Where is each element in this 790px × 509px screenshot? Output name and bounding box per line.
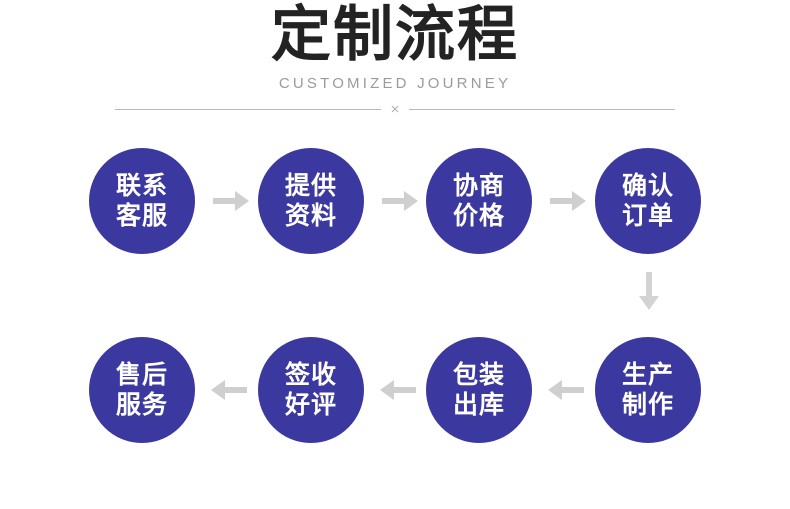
flow-node-step-4-line2: 订单 [621,201,674,230]
flow-node-step-3-line2: 价格 [452,201,505,230]
divider-cross-icon: × [390,100,400,118]
arrow-head [572,191,586,211]
flow-node-step-1-line1: 联系 [115,171,168,200]
flow-node-step-6: 包装 出库 [426,337,532,443]
flow-node-step-7: 签收 好评 [258,337,364,443]
divider-line-left [115,108,381,110]
flow-node-step-2-line1: 提供 [284,171,337,200]
flow-node-step-8: 售后 服务 [89,337,195,443]
arrow-shaft [223,387,247,393]
flow-node-step-4: 确认 订单 [595,148,701,254]
arrow-down-icon [638,272,660,318]
arrow-head [235,191,249,211]
arrow-shaft [382,198,406,204]
flow-node-step-1-line2: 客服 [115,201,168,230]
flow-node-step-3-line1: 协商 [452,171,505,200]
flow-node-step-1: 联系 客服 [89,148,195,254]
arrow-right-icon-3 [544,190,590,212]
flow-node-step-6-line1: 包装 [452,360,505,389]
flow-node-step-2-line2: 资料 [284,201,337,230]
page-subtitle: CUSTOMIZED JOURNEY [278,75,512,92]
flow-node-step-5-line1: 生产 [621,360,674,389]
flow-node-step-6-line2: 出库 [452,390,505,419]
header: 定制流程 CUSTOMIZED JOURNEY [0,0,790,93]
flow-node-step-7-line1: 签收 [284,360,337,389]
flow-node-step-8-line1: 售后 [115,360,168,389]
flow-node-step-4-line1: 确认 [621,171,674,200]
arrow-head [211,380,225,400]
divider: × [115,100,675,118]
arrow-head [639,296,659,310]
arrow-shaft [646,272,652,298]
arrow-shaft [213,198,237,204]
arrow-left-icon-1 [207,379,253,401]
arrow-shaft [392,387,416,393]
flow-node-step-3: 协商 价格 [426,148,532,254]
divider-line-right [409,108,675,110]
arrow-shaft [550,198,574,204]
arrow-shaft [560,387,584,393]
page-title: 定制流程 [271,0,519,70]
flow-node-step-8-line2: 服务 [115,390,168,419]
arrow-left-icon-3 [544,379,590,401]
arrow-head [548,380,562,400]
arrow-head [380,380,394,400]
flow-node-step-2: 提供 资料 [258,148,364,254]
flow-node-step-5-line2: 制作 [621,390,674,419]
arrow-right-icon-1 [207,190,253,212]
arrow-head [404,191,418,211]
flow-node-step-7-line2: 好评 [284,390,337,419]
flow-node-step-5: 生产 制作 [595,337,701,443]
arrow-left-icon-2 [376,379,422,401]
arrow-right-icon-2 [376,190,422,212]
